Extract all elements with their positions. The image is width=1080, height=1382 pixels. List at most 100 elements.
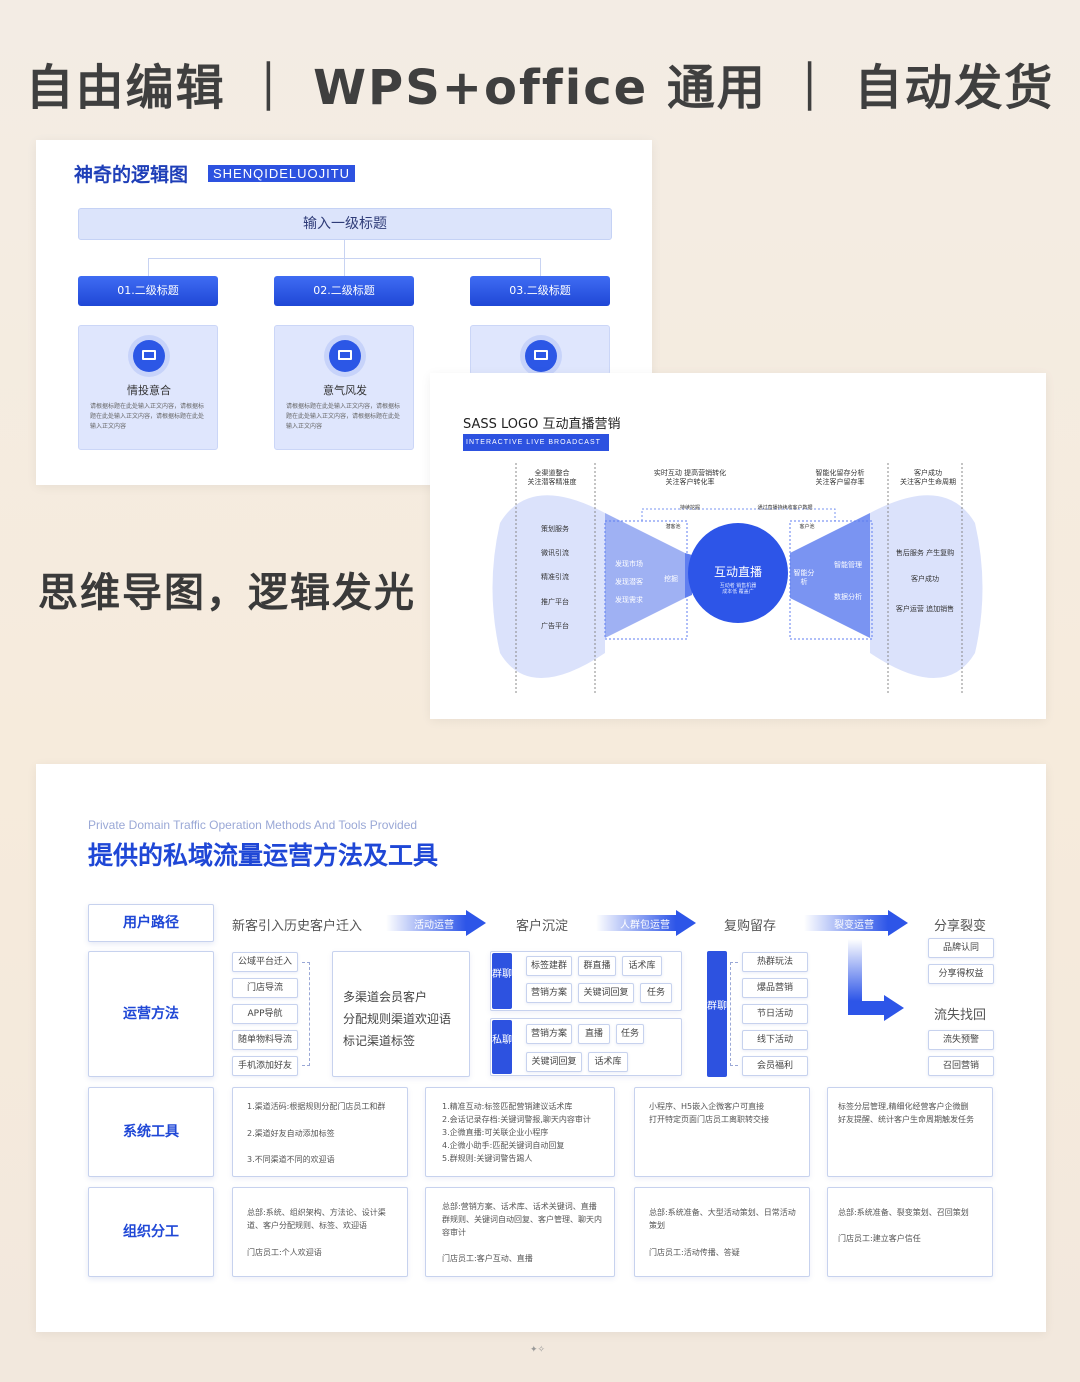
method-desc: 标记渠道标签 [343,1034,416,1048]
left-mid-item: 发现需求 [615,596,643,604]
org-line: 总部:营销方案、话术库、话术关键词、直播群规则、关键词自动回复、客户管理、聊天内… [442,1202,602,1237]
level1-title-box: 输入一级标题 [78,208,612,240]
group-chip: 标签建群 [526,956,572,976]
card-desc: 请根据标题在此处输入正文内容，请根据标题在此处输入正文内容，请根据标题在此处输入… [90,403,205,430]
content-card: 意气风发 请根据标题在此处输入正文内容，请根据标题在此处输入正文内容，请根据标题… [274,325,414,450]
private-chip: 直播 [578,1024,610,1044]
stage-new: 新客引入历史客户迁入 [232,919,363,934]
header-item: 全渠道整合 关注潜客精准度 [527,469,577,486]
tool-line: 小程序、H5嵌入企微客户可直接 [649,1102,765,1111]
arrow-crowd: 人群包运营 [596,910,696,936]
bracket [302,962,310,1066]
retain-label: 群聊 [707,951,727,1077]
group-chat-label: 群聊 [492,953,512,1009]
row-label-org: 组织分工 [88,1187,214,1277]
retain-chip: 热群玩法 [742,952,808,972]
monitor-icon [133,340,165,372]
tool-line: 1.精准互动:标签匹配营销建议话术库 [442,1102,573,1111]
header-item: 客户成功 关注客户生命周期 [900,469,956,486]
tool-line: 5.群规则:关键词警告踢人 [442,1154,533,1163]
private-chip: 话术库 [588,1052,628,1072]
method-source: 门店导流 [232,978,298,998]
monitor-icon [329,340,361,372]
slide2-tag: INTERACTIVE LIVE BROADCAST [463,434,609,451]
connector-line [344,240,345,276]
share-chip: 品牌认同 [928,938,994,958]
org-box: 总部:营销方案、话术库、话术关键词、直播群规则、关键词自动回复、客户管理、聊天内… [425,1187,615,1277]
pool-label: 潜客池 [665,524,681,530]
header-item: 实时互动 提高营销转化 关注客户转化率 [653,469,727,486]
tool-line: 3.企微直播:可关联企业小程序 [442,1128,549,1137]
row-label-method: 运营方法 [88,951,214,1077]
card-desc: 请根据标题在此处输入正文内容，请根据标题在此处输入正文内容，请根据标题在此处输入… [286,403,401,430]
left-mid-item: 发现潜客 [615,578,643,586]
slide-logic-diagram: 神奇的逻辑图 SHENQIDELUOJITU 输入一级标题 01.二级标题 02… [36,140,652,485]
private-chip: 任务 [616,1024,644,1044]
left-item: 精准引流 [541,573,569,581]
arrow-head [884,995,904,1021]
right-item: 售后服务 产生复购 [895,549,955,557]
org-line: 门店员工:建立客户信任 [838,1234,921,1243]
org-line: 总部:系统准备、大型活动策划、日常活动策划 [649,1208,796,1230]
tool-line: 4.企微小助手:匹配关键词自动回复 [442,1141,565,1150]
retain-chip: 爆品营销 [742,978,808,998]
tool-line: 2.渠道好友自动添加标签 [247,1129,335,1138]
method-source: 手机添加好友 [232,1056,298,1076]
row-label-user-path: 用户路径 [88,904,214,942]
group-chip: 群直播 [578,956,616,976]
pool-label: 客户池 [799,524,815,530]
retain-chip: 会员福利 [742,1056,808,1076]
tool-line: 标签分层管理,精细化经营客户企微删 [838,1102,969,1111]
level2-label: 01.二级标题 [78,276,218,306]
right-item: 客户运营 追加销售 [895,605,955,613]
card-title: 情投意合 [127,384,171,397]
slide-live-broadcast: SASS LOGO 互动直播营销 INTERACTIVE LIVE BROADC… [430,373,1046,719]
right-mid-item: 数据分析 [834,593,862,601]
org-box: 总部:系统准备、裂变策划、召回策划 门店员工:建立客户信任 [827,1187,993,1277]
center-sub: 互动者 销售机器 成本低 覆盖广 [719,583,757,595]
tools-box: 1.渠道活码:根据规则分配门店员工和群 2.渠道好友自动添加标签 3.不同渠道不… [232,1087,408,1177]
tool-line: 2.会话记录存档:关键词警报,聊天内容审计 [442,1115,591,1124]
method-desc-box: 多渠道会员客户 分配规则渠道欢迎语 标记渠道标签 [332,951,470,1077]
arrow-fission: 裂变运营 [804,910,908,936]
content-card [470,325,610,375]
lost-chip: 召回营销 [928,1056,994,1076]
group-chip: 营销方案 [526,983,572,1003]
arrow-activity: 活动运营 [386,910,486,936]
group-chip: 话术库 [622,956,662,976]
funnel-diagram [492,463,983,693]
slide1-title: 神奇的逻辑图 [74,164,189,186]
sub-label: 通过直播持续收客户数据 [757,505,813,511]
tools-box: 小程序、H5嵌入企微客户可直接 打开特定页面门店员工离职转交接 [634,1087,810,1177]
lost-chip: 流失预警 [928,1030,994,1050]
retain-chip: 节日活动 [742,1004,808,1024]
left-mid-wedge [605,513,685,638]
org-box: 总部:系统、组织架构、方法论、设计渠道、客户分配规则、标签、欢迎语 门店员工:个… [232,1187,408,1277]
center-title: 互动直播 [713,565,762,579]
method-source: 公域平台迁入 [232,952,298,972]
org-line: 门店员工:客户互动、直播 [442,1254,533,1263]
private-chat-label: 私聊 [492,1020,512,1074]
org-box: 总部:系统准备、大型活动策划、日常活动策划 门店员工:活动传播、答疑 [634,1187,810,1277]
method-source: 随单物料导流 [232,1030,298,1050]
left-item: 策划服务 [541,525,569,533]
stage-share: 分享裂变 [934,919,987,934]
stage-settle: 客户沉淀 [516,919,569,934]
row-label-tools: 系统工具 [88,1087,214,1177]
group-chip: 任务 [640,983,672,1003]
left-item: 广告平台 [541,622,569,630]
arrow-right-bar [848,1001,886,1015]
slide3-en-title: Private Domain Traffic Operation Methods… [88,818,418,832]
mine-label: 挖掘 [664,575,678,583]
card-title: 意气风发 [323,384,367,397]
monitor-icon [525,340,557,372]
left-outer-wedge [492,495,605,678]
tool-line: 3.不同渠道不同的欢迎语 [247,1155,335,1164]
right-mid-item: 智能管理 [834,561,862,569]
slide3-title: 提供的私域流量运营方法及工具 [88,841,439,870]
method-source: APP导航 [232,1004,298,1024]
arrow-down-bar [848,939,862,1001]
left-item: 微讯引流 [541,549,569,557]
tool-line: 1.渠道活码:根据规则分配门店员工和群 [247,1102,386,1111]
tool-line: 打开特定页面门店员工离职转交接 [649,1115,769,1124]
